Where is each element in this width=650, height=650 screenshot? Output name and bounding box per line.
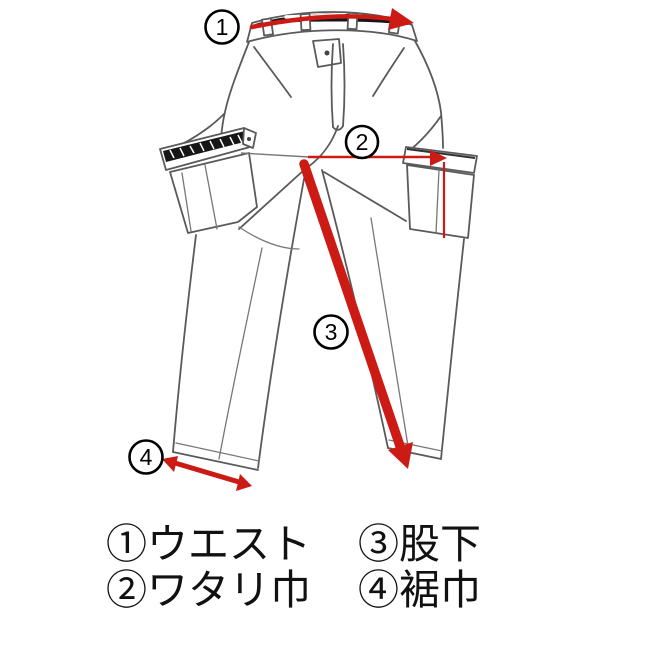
- arrowhead: [388, 442, 413, 469]
- markers: 1 2 3 4: [128, 9, 380, 475]
- legend-item-inseam: ③股下: [358, 521, 481, 568]
- hem-width-arrow: [162, 456, 252, 491]
- legend-label: 裾巾: [399, 566, 481, 613]
- left-slash-pocket: [253, 46, 292, 98]
- marker-thigh-width: 2: [344, 124, 380, 160]
- marker-inseam: 3: [313, 314, 349, 350]
- legend-item-waist: ①ウエスト: [106, 521, 358, 568]
- marker-waist: 1: [204, 9, 240, 45]
- left-hem: [172, 451, 259, 471]
- left-crease: [218, 247, 263, 460]
- inseam-arrow: [299, 159, 413, 469]
- legend-label: ワタリ巾: [147, 566, 311, 613]
- right-slash-pocket: [372, 47, 405, 97]
- legend-row-2: ②ワタリ巾 ④裾巾: [106, 566, 481, 614]
- pants-outline: [159, 11, 478, 471]
- legend: ①ウエスト ③股下 ②ワタリ巾 ④裾巾: [106, 521, 481, 614]
- legend-label: 股下: [399, 521, 481, 567]
- left-inseam: [257, 167, 307, 469]
- legend-row-1: ①ウエスト ③股下: [106, 521, 481, 568]
- marker-number: 3: [325, 319, 338, 345]
- right-crease: [370, 217, 410, 453]
- legend-item-thigh-width: ②ワタリ巾: [106, 566, 358, 614]
- left-pocket-body: [169, 152, 258, 234]
- arrowhead: [236, 474, 252, 491]
- button: [247, 137, 251, 141]
- legend-num: ④: [358, 566, 399, 613]
- pants-legs: [172, 167, 465, 471]
- waist-arrow: [249, 8, 414, 30]
- legend-num: ①: [106, 521, 147, 567]
- legend-num: ②: [106, 566, 147, 613]
- legend-item-hem-width: ④裾巾: [358, 566, 481, 614]
- left-pocket-flap-dark-stripe: [163, 131, 248, 162]
- arrowhead: [388, 8, 414, 30]
- right-pocket-body: [406, 164, 475, 239]
- legend-num: ③: [358, 521, 399, 567]
- legend-label: ウエスト: [147, 521, 311, 567]
- marker-hem-width: 4: [128, 439, 164, 475]
- arrowhead: [162, 456, 178, 472]
- button: [324, 50, 330, 56]
- arrowhead: [430, 150, 447, 166]
- fly-seam: [330, 43, 334, 128]
- marker-number: 4: [140, 444, 153, 470]
- left-cargo-pocket: [159, 127, 258, 234]
- front-rise: [307, 125, 339, 168]
- marker-number: 1: [216, 14, 229, 40]
- measure-arrows: [162, 8, 447, 491]
- marker-number: 2: [356, 129, 369, 155]
